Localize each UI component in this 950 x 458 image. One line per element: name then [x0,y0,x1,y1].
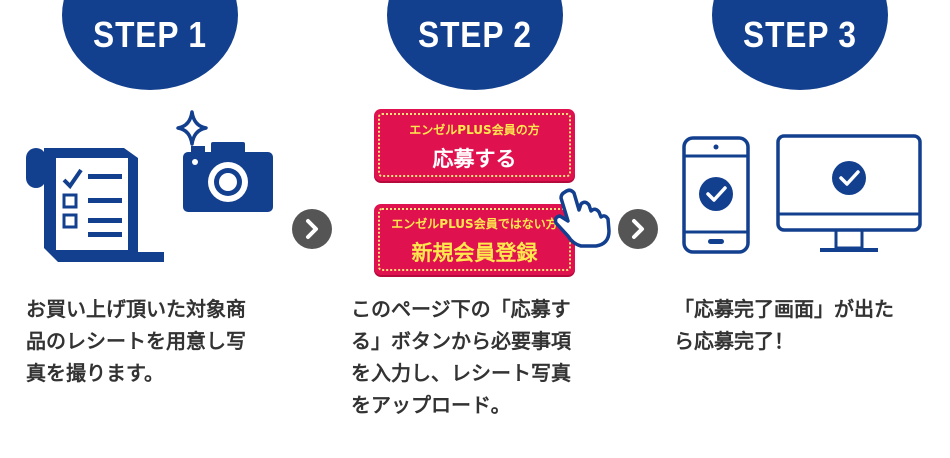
member-apply-main-label: 応募する [432,147,517,171]
step-3: STEP 3 「応募完了画面」が出た ら応募完了！ [650,0,950,458]
member-apply-button[interactable]: エンゼルPLUS会員の方 応募する [374,109,575,181]
receipt-checklist-icon [26,148,164,262]
step-2: STEP 2 エンゼルPLUS会員の方 応募する エンゼルPLUS会員ではない方… [325,0,625,458]
chevron-right-icon [306,219,318,239]
step-1: STEP 1 お買い上げ頂いた対象商 品のレシートを用意し写 真を撮ります。 [0,0,300,458]
camera-icon [183,142,273,212]
hand-pointer-icon [553,188,611,248]
step-2-badge: STEP 2 [387,0,563,90]
next-arrow-1 [292,209,332,249]
chevron-right-icon [632,219,644,239]
step-2-label: STEP 2 [418,14,532,55]
step-2-description: このページ下の「応募す る」ボタンから必要事項 を入力し、レシート写真 をアップ… [351,297,571,417]
step-1-badge: STEP 1 [62,0,238,90]
step-1-description: お買い上げ頂いた対象商 品のレシートを用意し写 真を撮ります。 [26,297,246,385]
member-apply-sub-label: エンゼルPLUS会員の方 [409,123,540,137]
step-1-label: STEP 1 [93,14,207,55]
monitor-check-icon [776,134,922,252]
new-member-register-button[interactable]: エンゼルPLUS会員ではない方 新規会員登録 [374,204,575,275]
sparkle-icon [176,110,208,146]
next-arrow-2 [618,209,658,249]
smartphone-check-icon [682,136,750,254]
new-member-sub-label: エンゼルPLUS会員ではない方 [391,217,558,231]
step-3-label: STEP 3 [743,14,857,55]
step-3-badge: STEP 3 [712,0,888,90]
step-3-description: 「応募完了画面」が出た ら応募完了！ [674,297,894,353]
new-member-main-label: 新規会員登録 [411,241,538,265]
